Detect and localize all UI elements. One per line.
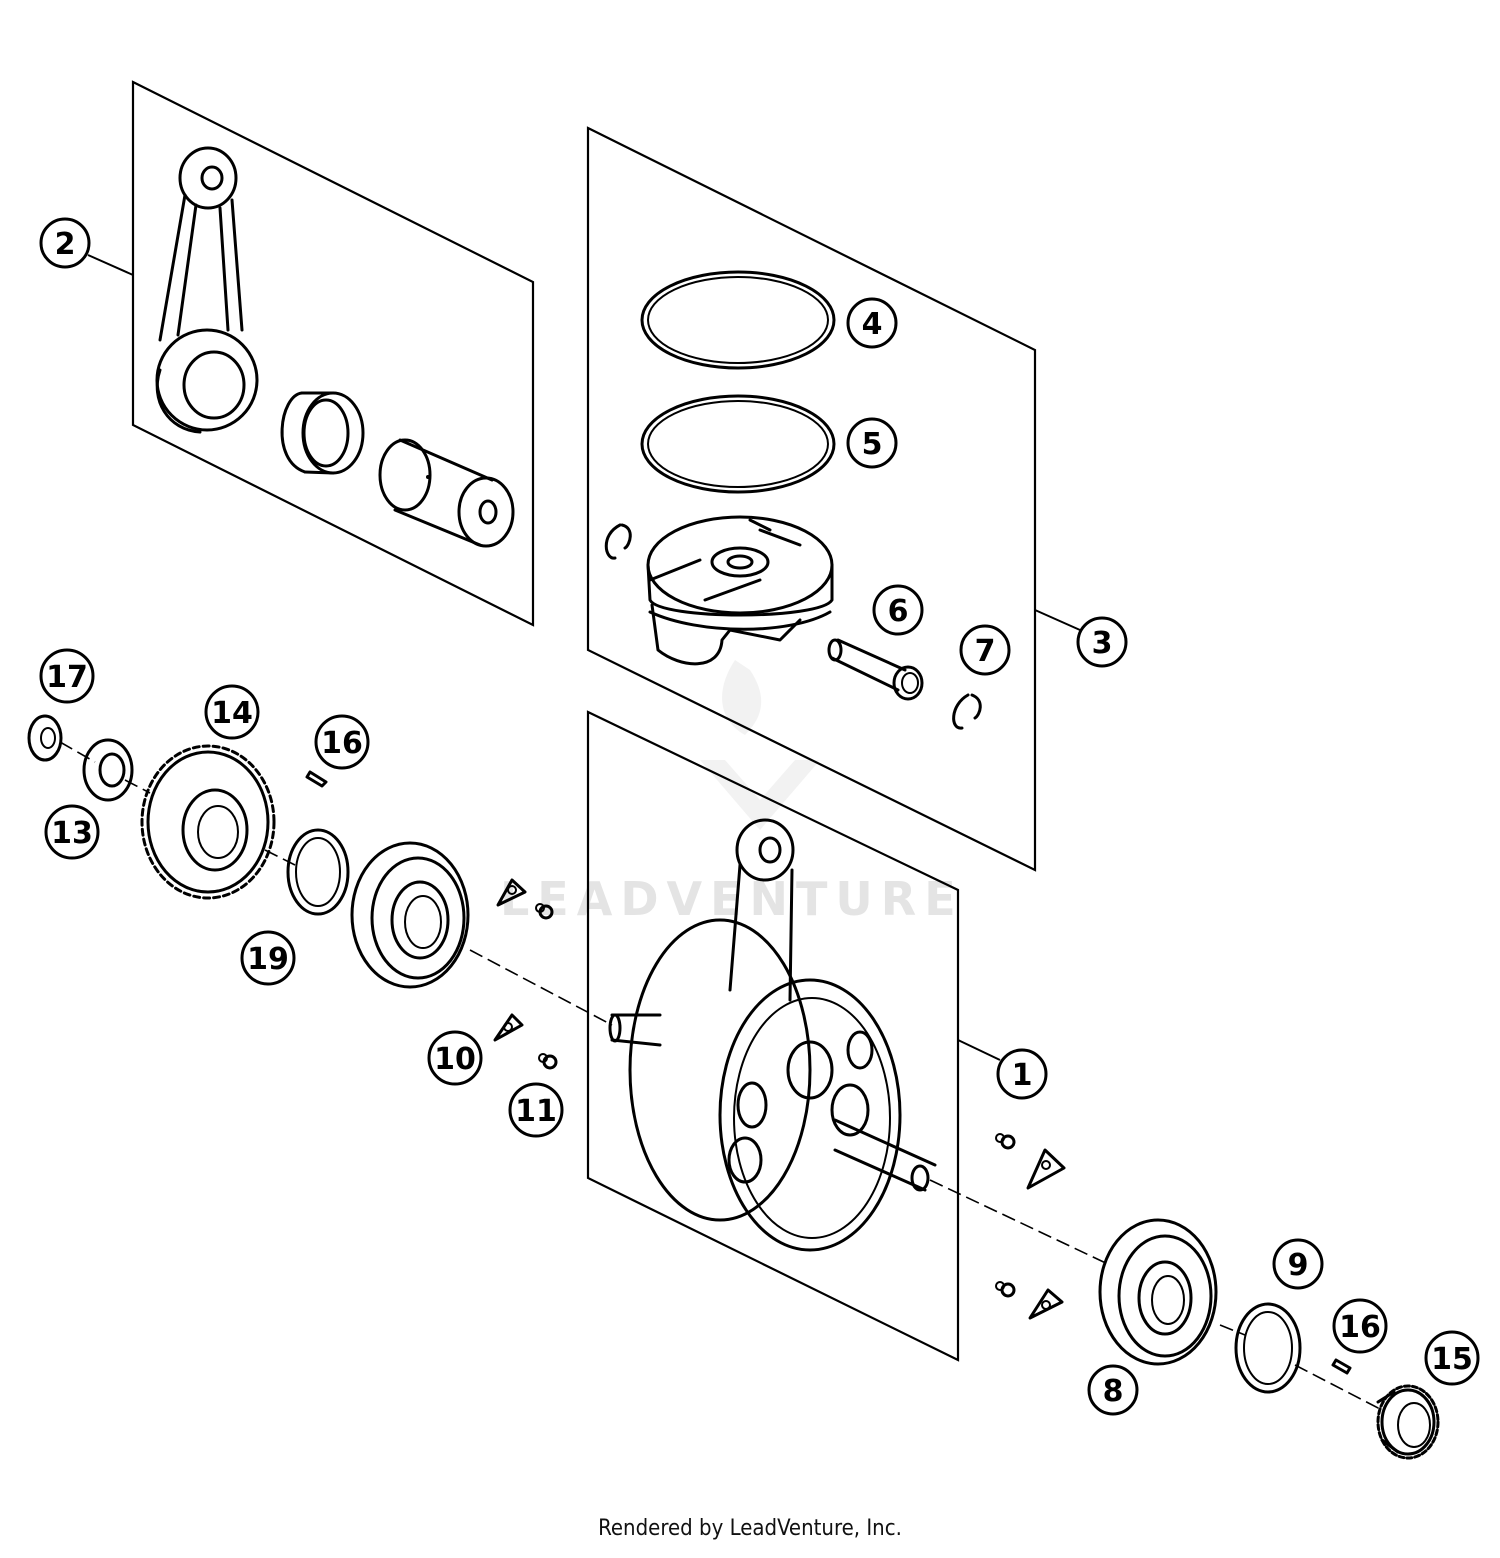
connecting-rod: [155, 146, 259, 434]
piston-ring-top: [640, 270, 836, 370]
svg-text:9: 9: [1288, 1248, 1309, 1283]
callout-10[interactable]: 10: [427, 1030, 483, 1086]
svg-text:11: 11: [515, 1094, 557, 1129]
crankshaft: [608, 818, 937, 1252]
bearing-8: [1098, 1218, 1218, 1366]
svg-text:6: 6: [888, 594, 909, 629]
svg-text:1: 1: [1012, 1058, 1033, 1093]
circlip-left: [604, 523, 632, 560]
svg-text:7: 7: [975, 634, 996, 669]
svg-text:15: 15: [1431, 1342, 1473, 1377]
washer-13: [82, 738, 134, 802]
svg-text:14: 14: [211, 696, 253, 731]
clip-right-upper: [1026, 1148, 1066, 1190]
callout-7[interactable]: 7: [959, 624, 1011, 676]
clip-10-upper: [496, 878, 527, 907]
bolt-11: [538, 1053, 558, 1070]
piston-pin: [827, 638, 924, 701]
callout-4[interactable]: 4: [846, 297, 898, 349]
leader-3: [1034, 609, 1081, 631]
svg-text:3: 3: [1092, 626, 1113, 661]
gear-14: [140, 744, 276, 900]
circlip-right: [952, 693, 982, 730]
crankshaft-frame: [586, 710, 960, 1362]
callout-16-bottom[interactable]: 16: [1332, 1298, 1388, 1354]
leader-1: [957, 1039, 1001, 1061]
conrod-kit-frame: [131, 80, 535, 627]
callout-3[interactable]: 3: [1076, 616, 1128, 668]
piston-ring-second: [640, 394, 836, 494]
key-16-bottom: [1331, 1358, 1352, 1375]
callout-15[interactable]: 15: [1424, 1330, 1480, 1386]
bolt-right-upper: [995, 1133, 1016, 1150]
bolt-11-upper: [535, 903, 554, 920]
callout-8[interactable]: 8: [1087, 1364, 1139, 1416]
bearing-left: [350, 841, 470, 989]
svg-text:16: 16: [321, 726, 363, 761]
callout-9[interactable]: 9: [1272, 1238, 1324, 1290]
clip-right-lower: [1028, 1288, 1064, 1320]
watermark-logo: [700, 660, 820, 830]
svg-text:13: 13: [51, 816, 93, 851]
callout-16-top[interactable]: 16: [314, 714, 370, 770]
svg-text:2: 2: [55, 227, 76, 262]
svg-text:16: 16: [1339, 1310, 1381, 1345]
svg-text:19: 19: [247, 942, 289, 977]
svg-text:8: 8: [1103, 1374, 1124, 1409]
shaft-centerline-right: [929, 1179, 1383, 1411]
callout-17[interactable]: 17: [39, 648, 95, 704]
ring-19: [286, 828, 350, 916]
rendered-by-credit: Rendered by LeadVenture, Inc.: [598, 1516, 902, 1541]
watermark-text: LEADVENTURE: [500, 872, 964, 926]
shaft-centerline-left: [59, 741, 613, 1026]
svg-text:17: 17: [46, 660, 88, 695]
svg-text:5: 5: [862, 427, 883, 462]
key-16-top: [305, 770, 328, 788]
callout-2[interactable]: 2: [39, 217, 91, 269]
seal-17: [27, 714, 63, 762]
svg-text:10: 10: [434, 1042, 476, 1077]
svg-text:4: 4: [862, 307, 883, 342]
leader-2: [87, 254, 134, 276]
callout-14[interactable]: 14: [204, 684, 260, 740]
ring-9: [1234, 1302, 1302, 1394]
callout-5[interactable]: 5: [846, 417, 898, 469]
piston-pin-in-kit: [378, 438, 515, 548]
callout-19[interactable]: 19: [240, 930, 296, 986]
piston-kit-frame: [586, 126, 1037, 872]
conrod-bearing: [280, 391, 365, 475]
bolt-right-lower: [995, 1281, 1016, 1298]
callout-13[interactable]: 13: [44, 804, 100, 860]
callout-1[interactable]: 1: [996, 1048, 1048, 1100]
callout-11[interactable]: 11: [508, 1082, 564, 1138]
piston: [646, 515, 834, 666]
gear-15: [1376, 1384, 1440, 1460]
clip-10: [493, 1013, 524, 1042]
callout-6[interactable]: 6: [872, 584, 924, 636]
